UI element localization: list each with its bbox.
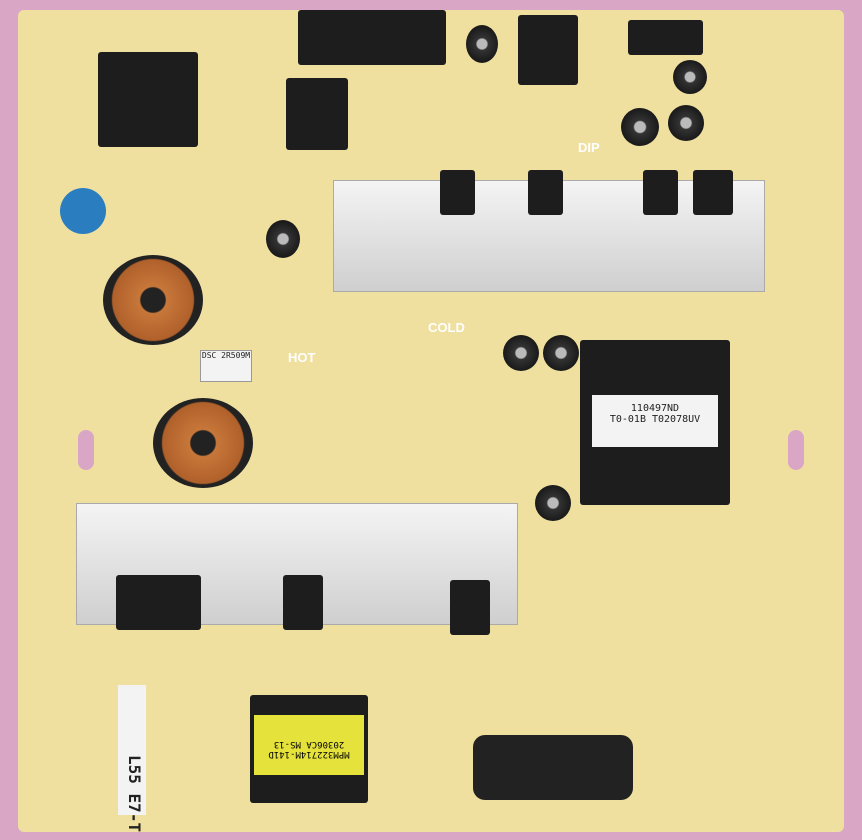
board-model-text: L55	[125, 755, 144, 784]
capacitor	[466, 25, 498, 63]
common-mode-choke	[153, 398, 253, 488]
board-sticker: L55 E7-T	[118, 685, 146, 832]
electrolytic-capacitor	[473, 735, 633, 800]
ac-inlet-connector	[98, 52, 198, 147]
capacitor	[621, 108, 659, 146]
mosfet	[528, 170, 563, 215]
silkscreen-hot: HOT	[288, 350, 316, 365]
mosfet	[643, 170, 678, 215]
capacitor	[543, 335, 579, 371]
inductor	[518, 15, 578, 85]
mosfet	[450, 580, 490, 635]
output-connector	[628, 20, 703, 55]
board-code-text: E7-T	[125, 793, 144, 833]
capacitor	[503, 335, 539, 371]
capacitor	[266, 220, 300, 258]
board-model: L55 E7-T	[125, 755, 144, 832]
board-connector	[298, 10, 446, 65]
transformer-label-line1: MPM322714M-141D	[268, 749, 350, 759]
mosfet	[693, 170, 733, 215]
silkscreen-cold: COLD	[428, 320, 465, 335]
mosfet	[283, 575, 323, 630]
transformer-label-line2: 20306CA MS-13	[273, 739, 345, 749]
mosfet	[440, 170, 475, 215]
transformer-label-line2: T0-01B T02078UV	[609, 414, 701, 425]
mounting-slot	[788, 430, 804, 470]
common-mode-choke	[103, 255, 203, 345]
standby-transformer: MPM322714M-141D 20306CA MS-13	[250, 695, 368, 803]
silkscreen-dip: DIP	[578, 140, 600, 155]
pcb-board: 110497ND T0-01B T02078UV MPM322714M-141D…	[18, 10, 844, 832]
transformer-label-line1: 110497ND	[630, 403, 680, 414]
capacitor	[673, 60, 707, 94]
inductor	[286, 78, 348, 150]
transformer-label: MPM322714M-141D 20306CA MS-13	[254, 715, 364, 775]
bridge-rectifier	[116, 575, 201, 630]
capacitor	[535, 485, 571, 521]
capacitor	[668, 105, 704, 141]
main-transformer: 110497ND T0-01B T02078UV	[580, 340, 730, 505]
mounting-slot	[78, 430, 94, 470]
varistor	[60, 188, 106, 234]
capacitor-label: DSC 2R509M	[200, 350, 252, 382]
transformer-label: 110497ND T0-01B T02078UV	[592, 395, 718, 447]
